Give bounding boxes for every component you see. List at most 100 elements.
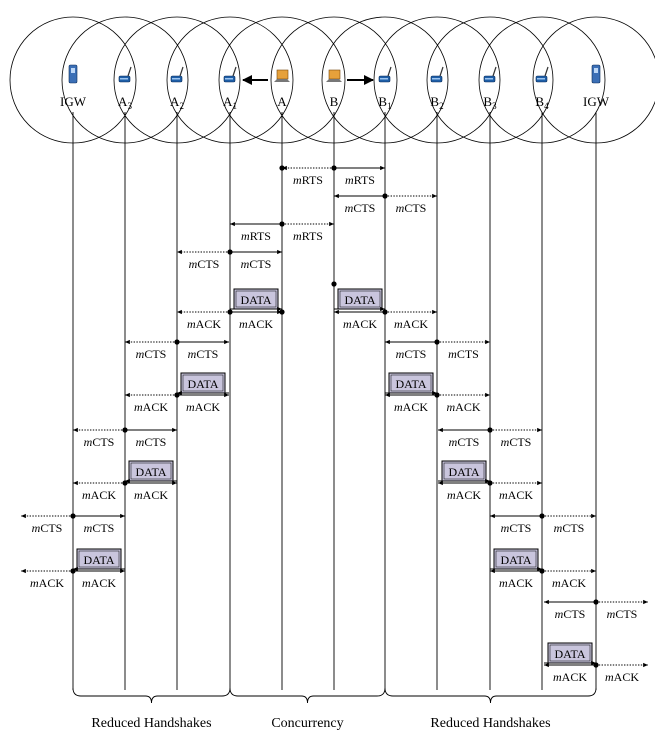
phase-label: Concurrency	[271, 716, 343, 731]
data-label: DATA	[240, 293, 271, 307]
message-label: mCTS	[345, 201, 376, 215]
node-timelines	[72, 112, 597, 690]
phase-brace	[384, 687, 597, 704]
router-light	[225, 78, 233, 80]
data-label: DATA	[395, 377, 426, 391]
data-label: DATA	[83, 553, 114, 567]
message-label: mCTS	[241, 257, 272, 271]
laptop-keyboard	[326, 79, 342, 82]
data-box-inner	[390, 374, 432, 392]
router-antenna	[492, 66, 497, 77]
node-label: IGW	[583, 94, 610, 109]
message-label: mCTS	[501, 435, 532, 449]
node-a2: A2	[170, 66, 184, 111]
data-label: DATA	[554, 647, 585, 661]
node-label: B2	[430, 94, 443, 111]
message-label: mACK	[499, 488, 533, 502]
laptop-screen	[328, 69, 341, 80]
message-label: mCTS	[136, 435, 167, 449]
message-label: mACK	[239, 317, 273, 331]
router-light	[380, 78, 388, 80]
message-label: mCTS	[448, 347, 479, 361]
data-box-inner	[549, 644, 591, 662]
phase-label: Reduced Handshakes	[91, 716, 211, 731]
gateway-panel	[71, 68, 75, 73]
message-label: mCTS	[189, 257, 220, 271]
router-antenna	[544, 66, 549, 77]
gateway-body	[591, 64, 601, 84]
message-label: mCTS	[396, 201, 427, 215]
message-label: mACK	[134, 488, 168, 502]
message-label: mACK	[30, 576, 64, 590]
router-light	[432, 78, 440, 80]
message-label: mCTS	[84, 435, 115, 449]
message-label: mCTS	[555, 607, 586, 621]
router-light	[172, 78, 180, 80]
message-label: mRTS	[293, 173, 323, 187]
message-label: mACK	[499, 576, 533, 590]
message-label: mACK	[447, 488, 481, 502]
router-antenna	[439, 66, 444, 77]
data-label: DATA	[500, 553, 531, 567]
node-label: B3	[483, 94, 497, 111]
node-b2: B2	[430, 66, 444, 111]
node-label: A1	[223, 94, 237, 111]
data-label: DATA	[135, 465, 166, 479]
message-label: mCTS	[396, 347, 427, 361]
message-label: mACK	[82, 576, 116, 590]
laptop-screen	[276, 69, 289, 80]
message-label: mACK	[553, 670, 587, 684]
data-label: DATA	[344, 293, 375, 307]
message-label: mCTS	[607, 607, 638, 621]
message-label: mACK	[186, 400, 220, 414]
data-label: DATA	[448, 465, 479, 479]
timeline-dot	[331, 281, 337, 287]
node-label: B1	[378, 94, 391, 111]
data-box-inner	[78, 550, 120, 568]
node-label: IGW	[60, 94, 87, 109]
router-antenna	[232, 66, 237, 77]
router-antenna	[127, 66, 132, 77]
message-label: mACK	[605, 670, 639, 684]
data-box-inner	[235, 290, 277, 308]
node-b3: B3	[483, 66, 497, 111]
gateway-panel	[594, 68, 598, 73]
node-a: A	[274, 69, 290, 109]
node-b1: B1	[378, 66, 392, 111]
data-box-inner	[130, 462, 172, 480]
message-label: mACK	[343, 317, 377, 331]
message-label: mACK	[187, 317, 221, 331]
message-label: mACK	[552, 576, 586, 590]
message-label: mCTS	[84, 521, 115, 535]
node-igw: IGW	[60, 64, 87, 109]
message-label: mACK	[446, 400, 480, 414]
node-a3: A3	[118, 66, 132, 111]
message-label: mCTS	[554, 521, 585, 535]
router-light	[485, 78, 493, 80]
router-antenna	[179, 66, 184, 77]
router-antenna	[387, 66, 392, 77]
message-label: mRTS	[345, 173, 375, 187]
message-label: mACK	[394, 317, 428, 331]
node-label: A	[277, 94, 287, 109]
node-igw_r: IGW	[583, 64, 610, 109]
router-light	[537, 78, 545, 80]
message-label: mRTS	[293, 229, 323, 243]
data-box-inner	[495, 550, 537, 568]
message-label: mACK	[134, 400, 168, 414]
node-b4: B4	[535, 66, 549, 111]
message-label: mCTS	[449, 435, 480, 449]
message-label: mCTS	[501, 521, 532, 535]
message-label: mACK	[394, 400, 428, 414]
node-label: B4	[535, 94, 549, 111]
message-label: mCTS	[32, 521, 63, 535]
node-label: B	[330, 94, 339, 109]
data-label: DATA	[187, 377, 218, 391]
node-label: A3	[118, 94, 132, 111]
data-box-inner	[182, 374, 224, 392]
laptop-keyboard	[274, 79, 290, 82]
phase-brace	[72, 687, 231, 704]
